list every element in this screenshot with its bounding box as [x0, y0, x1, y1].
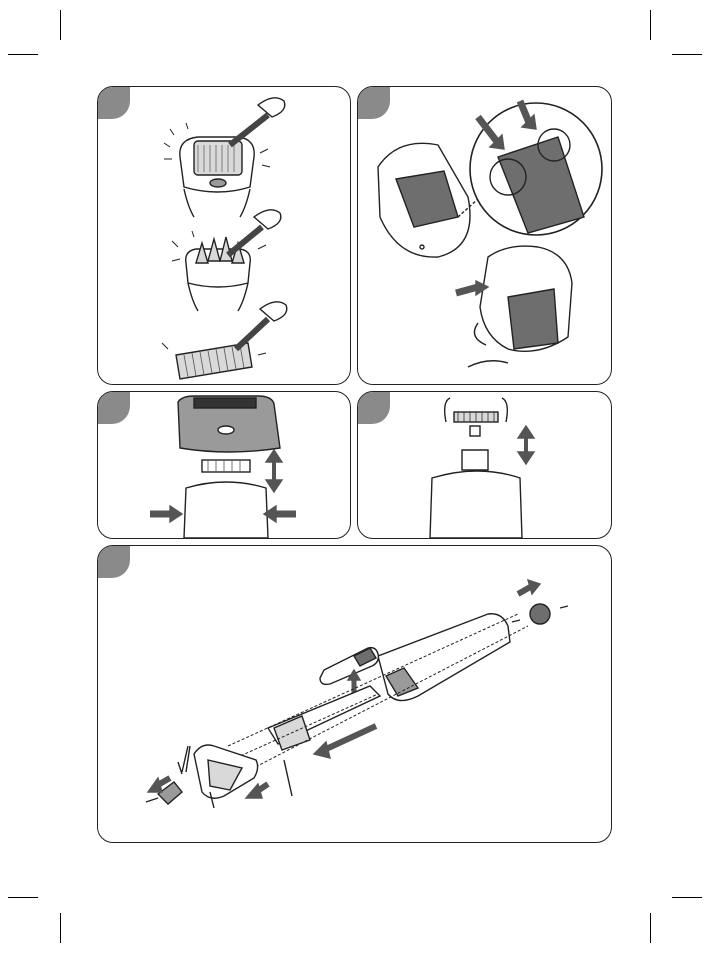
crop-mark-br-h [672, 897, 702, 898]
crop-mark-tl-v [60, 10, 61, 40]
head-attach-illustration [98, 392, 351, 539]
crop-mark-tr-h [672, 54, 702, 55]
crop-mark-br-v [650, 913, 651, 943]
crop-mark-bl-h [8, 897, 38, 898]
crop-mark-bl-v [60, 913, 61, 943]
crop-mark-tr-v [650, 10, 651, 40]
panel-cleaning-brush [97, 86, 351, 385]
battery-illustration [358, 87, 612, 385]
cleaning-illustration [98, 87, 351, 385]
panel-head-attach [97, 391, 351, 539]
panel-disassembly [97, 545, 612, 843]
disassembly-illustration [98, 546, 612, 843]
crop-mark-tl-h [8, 54, 38, 55]
panel-trimmer-attach [357, 391, 612, 539]
panel-battery-compartment [357, 86, 612, 385]
trimmer-illustration [358, 392, 612, 539]
